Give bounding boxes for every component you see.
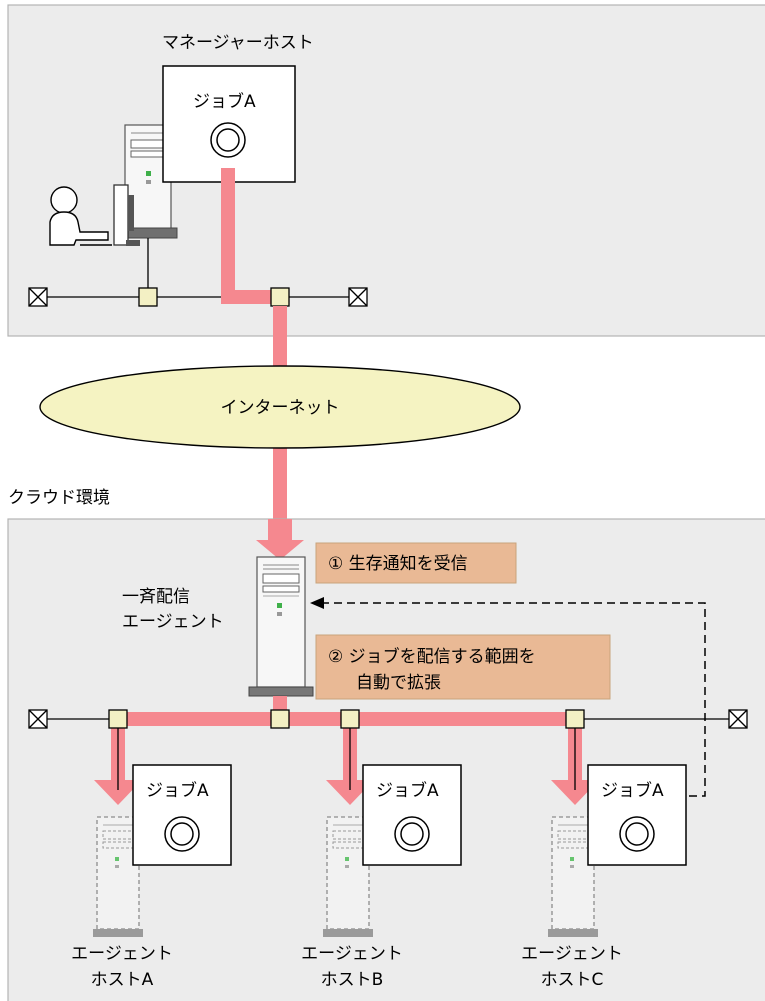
manager-lan-end-right [348, 287, 368, 307]
callout-step1-text: ① 生存通知を受信 [328, 554, 468, 574]
agent-host-a-name-1: エージェント [71, 944, 173, 964]
callout-step2-text-2: 自動で拡張 [356, 673, 441, 693]
cloud-junction-c [565, 709, 585, 729]
manager-junction-1 [138, 287, 158, 307]
agent-host-a-disc-icon [164, 816, 200, 852]
agent-host-b-job-label: ジョブA [376, 780, 439, 801]
cloud-junction-agent [270, 709, 290, 729]
agent-host-b-disc-icon [394, 816, 430, 852]
operator-icon [49, 186, 112, 246]
callout-step2 [315, 634, 611, 700]
manager-lan-end-left [28, 287, 48, 307]
cloud-lan-end-left [28, 709, 48, 729]
workstation-icon [113, 184, 178, 246]
manager-job-label: ジョブA [193, 91, 256, 112]
manager-title: マネージャーホスト [162, 33, 314, 53]
agent-host-b-name-2: ホストB [321, 970, 384, 990]
heartbeat-arrow-head [310, 597, 324, 609]
agent-host-c-name-2: ホストC [541, 970, 604, 990]
agent-host-c-name-1: エージェント [521, 944, 623, 964]
broadcast-agent-server-icon [248, 556, 314, 697]
cloud-lan-end-right [728, 709, 748, 729]
callout-step1 [315, 542, 517, 584]
manager-flow [221, 168, 280, 304]
agent-host-c-disc-icon [619, 816, 655, 852]
agent-host-a-name-2: ホストA [91, 970, 154, 990]
cloud-junction-b [340, 709, 360, 729]
manager-junction-2 [270, 287, 290, 307]
manager-job-disc-icon [210, 122, 246, 158]
internet-label: インターネット [221, 398, 340, 418]
cloud-junction-a [108, 709, 128, 729]
agent-host-c-job-label: ジョブA [601, 780, 664, 801]
callout-step2-text-1: ② ジョブを配信する範囲を [328, 646, 536, 667]
cloud-title: クラウド環境 [8, 488, 110, 508]
broadcast-agent-label-1: 一斉配信 [122, 587, 190, 607]
internet-cloud [39, 365, 521, 449]
manager-region [7, 4, 765, 337]
agent-host-a-job-label: ジョブA [146, 780, 209, 801]
agent-host-b-name-1: エージェント [301, 944, 403, 964]
broadcast-agent-label-2: エージェント [122, 612, 224, 632]
inbound-arrow-head [256, 519, 304, 560]
distribution-arrow-heads [94, 780, 599, 805]
